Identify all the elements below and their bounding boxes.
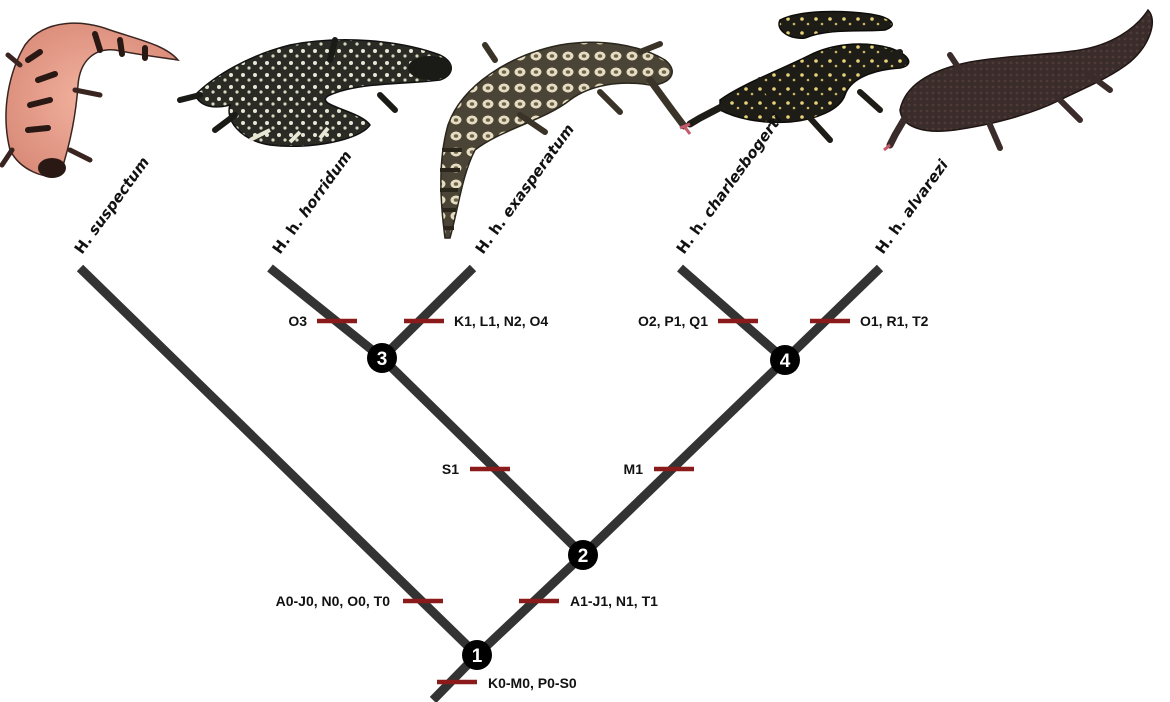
branch-exasperatum (378, 264, 477, 362)
exasperatum-illustration (440, 41, 692, 239)
branch-node2-node4 (579, 356, 789, 559)
node-4: 4 (770, 345, 800, 375)
character-ticks (317, 318, 850, 685)
label-node2: A1-J1, N1, T1 (570, 593, 658, 609)
branches (76, 264, 884, 702)
label-charlesbogerti: O2, P1, Q1 (638, 313, 708, 329)
taxon-suspectum: H. suspectum (71, 153, 153, 257)
branch-node2-node3 (378, 354, 587, 559)
taxon-alvarezi-name: alvarezi (898, 156, 952, 221)
label-node3: S1 (442, 461, 459, 477)
node-4-label: 4 (780, 351, 791, 372)
charlesbogerti-illustration (679, 10, 910, 143)
horridum-illustration (177, 37, 452, 148)
label-root: K0-M0, P0-S0 (488, 675, 577, 691)
label-node4: M1 (624, 461, 644, 477)
node-3-label: 3 (377, 349, 388, 370)
label-alvarezi: O1, R1, T2 (860, 313, 929, 329)
label-suspectum: A0-J0, N0, O0, T0 (276, 593, 391, 609)
alvarezi-illustration (883, 8, 1153, 152)
branch-suspectum (76, 264, 481, 659)
branch-horridum (267, 264, 385, 362)
taxon-suspectum-name: suspectum (84, 153, 153, 238)
branch-charlesbogerti (677, 264, 788, 364)
branch-node1-node2 (473, 551, 587, 659)
taxon-exasperatum-name: exasperatum (498, 121, 578, 221)
node-1: 1 (462, 640, 492, 670)
branch-alvarezi (781, 264, 884, 364)
node-2: 2 (568, 540, 598, 570)
label-horridum: O3 (288, 313, 307, 329)
taxon-alvarezi: H. h. alvarezi (872, 156, 953, 258)
taxon-charlesbogerti-name: charlesbogerti (699, 110, 786, 221)
node-3: 3 (367, 343, 397, 373)
taxon-horridum-name: horridum (295, 147, 355, 221)
character-labels: K0-M0, P0-S0 A0-J0, N0, O0, T0 A1-J1, N1… (276, 313, 929, 691)
gila-monster-illustration (0, 22, 180, 178)
taxon-horridum: H. h. horridum (269, 147, 356, 257)
node-2-label: 2 (578, 546, 589, 567)
nodes: 1 2 3 4 (367, 343, 800, 670)
node-1-label: 1 (472, 646, 483, 667)
label-exasperatum: K1, L1, N2, O4 (454, 313, 548, 329)
